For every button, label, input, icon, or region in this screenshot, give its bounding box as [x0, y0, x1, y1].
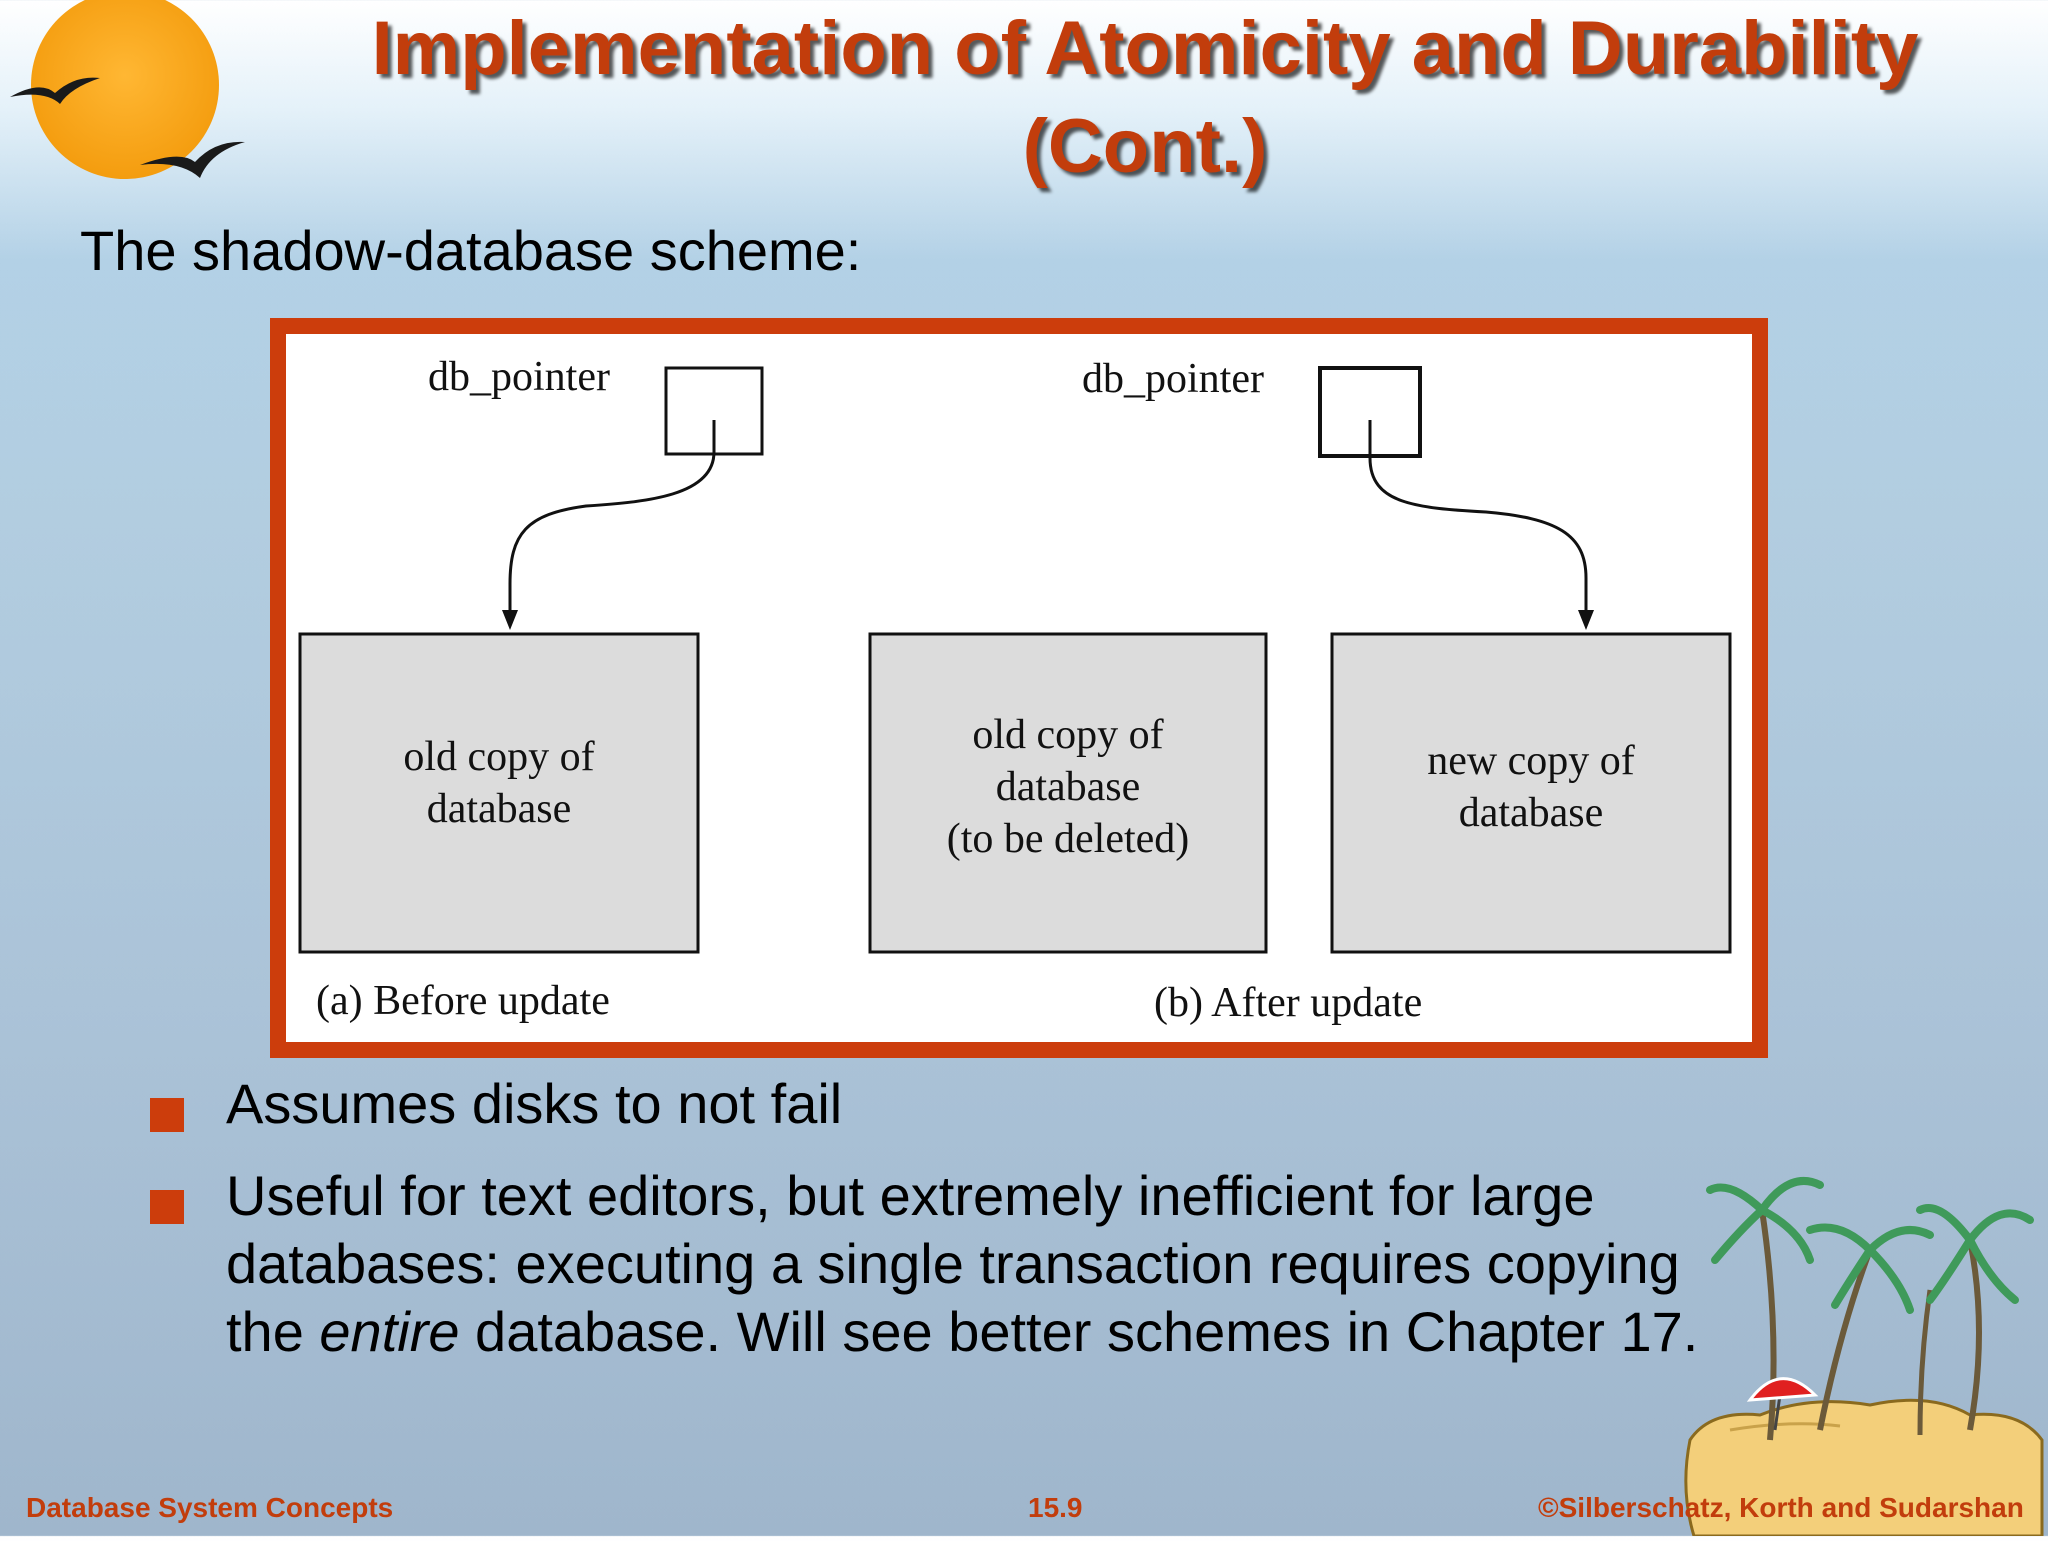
box-b-line-3: (to be deleted) — [947, 816, 1190, 862]
palm-island-icon — [1670, 1130, 2048, 1541]
bullet-text-emphasis: entire — [319, 1300, 460, 1363]
bullet-square-icon — [150, 1190, 184, 1224]
bullet-list: Assumes disks to not fail Useful for tex… — [150, 1070, 1750, 1390]
box-c-line-2: database — [1459, 790, 1604, 836]
bullet-text-part2: database. Will see better schemes in Cha… — [459, 1300, 1699, 1363]
bullet-text-part1: Useful for text editors, but extremely i… — [226, 1164, 1680, 1363]
box-c-line-1: new copy of — [1427, 738, 1635, 784]
caption-before-update: (a) Before update — [316, 978, 610, 1024]
sunset-birds-icon — [0, 0, 260, 205]
box-b-line-1: old copy of — [972, 712, 1163, 758]
box-old-copy-before — [298, 632, 700, 954]
title-line-1: Implementation of Atomicity and Durabili… — [371, 6, 1919, 91]
bullet-square-icon — [150, 1098, 184, 1132]
slide-title: Implementation of Atomicity and Durabili… — [300, 0, 1990, 196]
bullet-item: Useful for text editors, but extremely i… — [150, 1162, 1750, 1366]
caption-after-update: (b) After update — [1154, 980, 1422, 1026]
bullet-text: Assumes disks to not fail — [226, 1072, 843, 1135]
slide-subtitle: The shadow-database scheme: — [80, 219, 862, 282]
bullet-item: Assumes disks to not fail — [150, 1070, 1750, 1138]
left-pointer-arrow — [508, 420, 716, 624]
footer-right: ©Silberschatz, Korth and Sudarshan — [1538, 1492, 2024, 1523]
box-b-line-2: database — [996, 764, 1141, 810]
box-a-line-1: old copy of — [403, 734, 594, 780]
right-pointer-label: db_pointer — [1082, 356, 1264, 402]
footer-left: Database System Concepts — [26, 1492, 394, 1523]
left-pointer-label: db_pointer — [428, 354, 610, 400]
right-pointer-arrow — [1368, 420, 1588, 624]
box-new-copy — [1330, 632, 1732, 954]
title-line-2: (Cont.) — [1022, 104, 1268, 189]
footer-page-number: 15.9 — [1028, 1492, 1083, 1523]
box-a-line-2: database — [427, 786, 572, 832]
box-old-copy-to-delete — [868, 632, 1268, 954]
left-pointer-box — [664, 366, 764, 456]
shadow-database-figure: db_pointer db_pointer old copy of databa… — [270, 318, 1768, 1058]
